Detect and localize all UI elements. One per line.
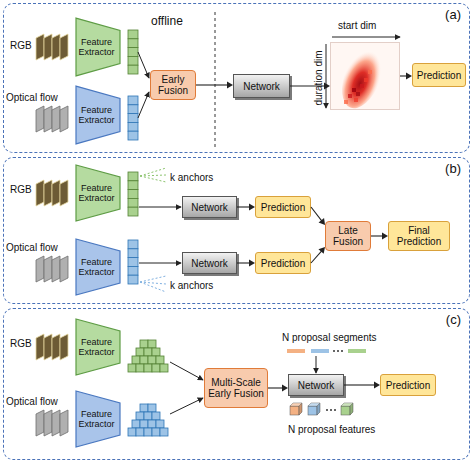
node-label: Network: [191, 202, 228, 213]
text-label: RGB: [10, 338, 32, 350]
feature-pyramid: [128, 404, 168, 436]
node-label: Prediction: [261, 202, 305, 213]
text-label: k anchors: [170, 172, 213, 184]
axis-label: start dim: [338, 20, 376, 31]
dashed-panel: (a)Feature ExtractorFeature ExtractorEar…: [3, 3, 470, 153]
connector-line: [344, 384, 375, 385]
prediction-box: Prediction: [255, 252, 311, 274]
panel-tag: (c): [446, 313, 461, 327]
node-label: Feature Extractor: [75, 337, 118, 357]
feed-arrow: [138, 52, 316, 414]
connector-arrow: [400, 73, 412, 80]
connector-line: [371, 235, 383, 236]
prediction-box: Prediction: [380, 374, 436, 396]
text-label: Optical flow: [6, 242, 58, 254]
network-box: Network: [288, 374, 344, 396]
connector-line: [400, 75, 407, 76]
arrowhead: [318, 247, 325, 254]
prediction-box: Prediction: [412, 63, 466, 87]
node-label: Multi-Scale Early Fusion: [205, 377, 267, 399]
fusion-box: Multi-Scale Early Fusion: [204, 368, 268, 408]
connector-arrow: [371, 233, 388, 240]
offline-divider: [215, 12, 216, 148]
heatmap: start dimduration dim: [330, 42, 400, 110]
feature-extractor: Feature Extractor: [75, 318, 121, 376]
node-label: Prediction: [386, 380, 430, 391]
text-label: N proposal segments: [282, 332, 377, 344]
dashed-panel: (c)Feature ExtractorFeature ExtractorMul…: [3, 308, 470, 460]
node-label: Feature Extractor: [75, 37, 118, 57]
network-box: Network: [182, 252, 237, 274]
proposal-segments: [287, 349, 366, 353]
proposal-cubes: [290, 403, 353, 415]
feature-extractor: Feature Extractor: [75, 17, 121, 77]
node-label: Late Fusion: [326, 225, 370, 247]
feature-vector: [128, 96, 138, 284]
text-label: RGB: [10, 40, 32, 52]
fusion-box: Early Fusion: [150, 70, 196, 100]
flow-frames: [36, 106, 68, 436]
anchor-lines: [140, 168, 166, 182]
dashed-panel: (b)Feature ExtractorFeature ExtractorNet…: [3, 157, 470, 304]
node-label: Network: [191, 258, 228, 269]
node-label: Feature Extractor: [75, 183, 118, 203]
connector-line: [196, 84, 228, 85]
connector-line: [268, 387, 283, 388]
text-label: Optical flow: [6, 92, 58, 104]
connector-arrow: [237, 204, 255, 211]
network-box: Network: [182, 196, 237, 218]
connector-arrow: [311, 207, 325, 225]
connector-arrow: [196, 82, 233, 89]
panel-tag: (b): [445, 162, 461, 176]
text-label: RGB: [10, 184, 32, 196]
feature-extractor: Feature Extractor: [75, 390, 121, 448]
heatmap-image: [330, 42, 400, 110]
node-label: Prediction: [417, 70, 461, 81]
connector-line: [237, 206, 250, 207]
connector-arrow: [311, 247, 325, 263]
feature-pyramid: [128, 340, 168, 372]
node-label: Network: [243, 81, 280, 92]
node-label: Feature Extractor: [75, 105, 118, 125]
node-label: Prediction: [261, 258, 305, 269]
connector-arrow: [344, 382, 380, 389]
rgb-frames: [36, 34, 68, 360]
connector-line: [237, 262, 250, 263]
feature-extractor: Feature Extractor: [75, 164, 121, 222]
text-label: k anchors: [170, 280, 213, 292]
text-label: Optical flow: [6, 396, 58, 408]
text-label: offline: [151, 14, 183, 28]
connector-line: [311, 251, 322, 263]
connector-arrow: [290, 83, 330, 90]
panel-tag: (a): [445, 8, 461, 22]
node-label: Early Fusion: [151, 74, 195, 96]
node-label: Feature Extractor: [75, 409, 118, 429]
axis-label: duration dim: [313, 50, 324, 105]
connector-arrow: [237, 260, 255, 267]
network-box: Network: [233, 74, 290, 98]
connector-line: [311, 207, 322, 221]
prediction-box: Final Prediction: [388, 221, 450, 251]
node-label: Network: [298, 380, 335, 391]
feature-vector: [128, 30, 138, 216]
text-label: N proposal features: [288, 424, 375, 436]
feature-extractor: Feature Extractor: [75, 85, 121, 145]
node-label: Final Prediction: [389, 225, 449, 247]
arrowhead: [324, 83, 330, 90]
feature-extractor: Feature Extractor: [75, 238, 121, 296]
anchor-lines: [140, 276, 166, 292]
node-label: Feature Extractor: [75, 257, 118, 277]
fusion-box: Late Fusion: [325, 221, 371, 251]
connector-arrow: [268, 385, 288, 392]
prediction-box: Prediction: [255, 196, 311, 218]
